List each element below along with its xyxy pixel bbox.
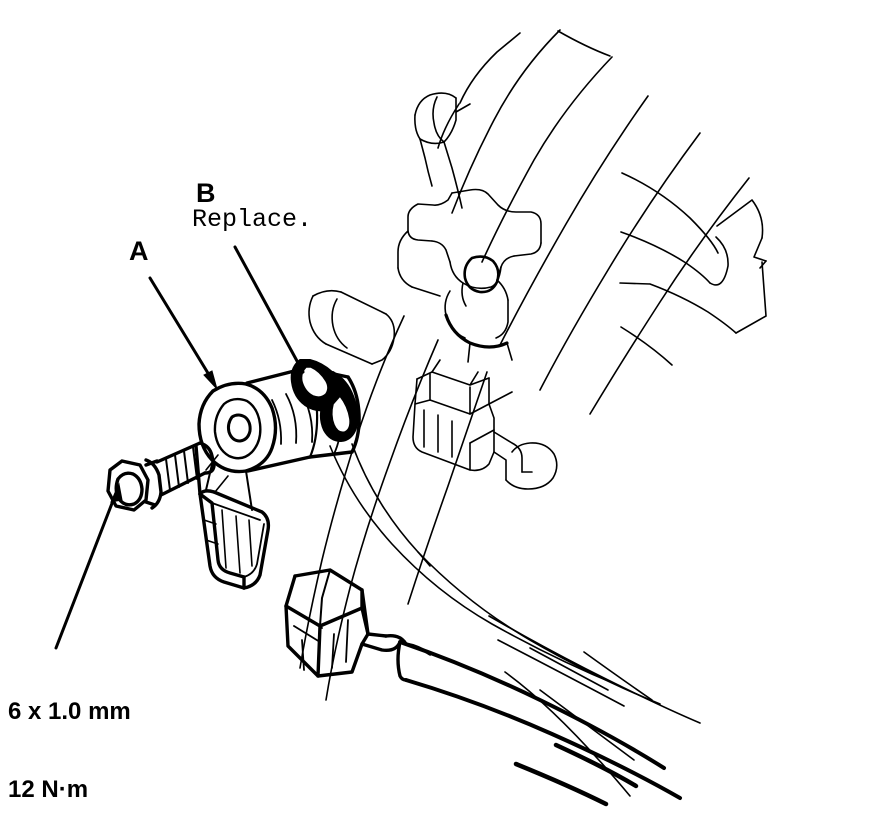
replace-note: Replace. bbox=[192, 205, 313, 234]
torque-specification: 6 x 1.0 mm 12 N·m (1.2 kgf·m, 8.7 lbf·ft… bbox=[8, 647, 236, 827]
callout-label-a: A bbox=[129, 236, 149, 266]
callout-label-b: B bbox=[196, 178, 216, 208]
sensor-assembly bbox=[106, 359, 682, 807]
callout-leaders bbox=[54, 245, 305, 650]
leader-line-a bbox=[148, 276, 218, 390]
sensor-connector bbox=[194, 444, 271, 590]
wire-harness bbox=[396, 640, 682, 807]
torque-newton-meters: 12 N·m bbox=[8, 776, 89, 803]
sensor-mounting-flange bbox=[197, 381, 278, 474]
engine-block-background bbox=[205, 29, 767, 797]
leader-line-torque bbox=[54, 482, 123, 650]
torque-bolt-size: 6 x 1.0 mm bbox=[8, 698, 131, 725]
leader-line-b bbox=[233, 245, 305, 374]
